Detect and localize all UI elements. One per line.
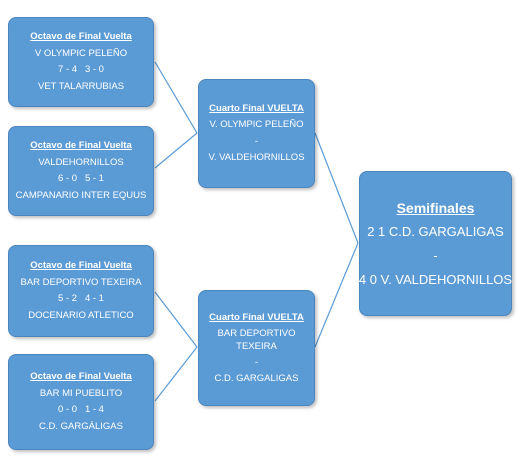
cuarto-match-1: Cuarto Final VUELTA V. OLYMPIC PELEÑO - … xyxy=(198,79,315,188)
vs-separator: - xyxy=(254,357,259,368)
team-home: BAR MI PUEBLITO xyxy=(39,387,123,399)
match-title: Octavo de Final Vuelta xyxy=(30,371,132,382)
connector-octavo-4 xyxy=(154,346,198,402)
team-home: BAR DEPORTIVO TEXEIRA xyxy=(20,276,142,288)
octavo-match-2: Octavo de Final Vuelta VALDEHORNILLOS 6 … xyxy=(8,126,154,216)
team-away: 4 0 V. VALDEHORNILLOS xyxy=(358,271,513,287)
team-home: V OLYMPIC PELEÑO xyxy=(34,47,128,59)
vs-separator: - xyxy=(254,135,259,147)
match-title: Semifinales xyxy=(396,199,475,216)
match-score: 6 - 0 5 - 1 xyxy=(58,173,104,184)
team-home: BAR DEPORTIVO TEXEIRA xyxy=(217,328,296,352)
team-away: C.D. GARGALIGAS xyxy=(214,373,299,384)
match-title: Cuarto Final VUELTA xyxy=(209,312,304,323)
match-title: Octavo de Final Vuelta xyxy=(30,31,132,42)
connector-octavo-3 xyxy=(154,291,198,348)
team-home: VALDEHORNILLOS xyxy=(38,156,124,168)
vs-separator: - xyxy=(433,247,438,263)
match-title: Cuarto Final VUELTA xyxy=(209,102,304,114)
connector-octavo-2 xyxy=(154,132,198,169)
semifinal-match: Semifinales 2 1 C.D. GARGALIGAS - 4 0 V.… xyxy=(359,171,512,316)
connector-octavo-1 xyxy=(154,61,198,134)
team-away: V. VALDEHORNILLOS xyxy=(208,152,305,163)
cuarto-match-2: Cuarto Final VUELTA BAR DEPORTIVO TEXEIR… xyxy=(198,290,315,406)
match-score: 5 - 2 4 - 1 xyxy=(58,293,104,304)
octavo-match-4: Octavo de Final Vuelta BAR MI PUEBLITO 0… xyxy=(8,354,154,450)
connector-cuarto-1 xyxy=(314,132,359,244)
octavo-match-1: Octavo de Final Vuelta V OLYMPIC PELEÑO … xyxy=(8,17,154,107)
team-away: CAMPANARIO INTER EQUUS xyxy=(15,189,147,201)
connector-cuarto-2 xyxy=(314,242,359,348)
team-away: C.D. GARGÁLIGAS xyxy=(39,420,123,432)
match-title: Octavo de Final Vuelta xyxy=(30,140,132,151)
match-score: 0 - 0 1 - 4 xyxy=(58,404,104,415)
match-score: 7 - 4 3 - 0 xyxy=(58,64,104,75)
match-title: Octavo de Final Vuelta xyxy=(30,260,132,271)
team-home: V. OLYMPIC PELEÑO xyxy=(209,119,304,130)
team-home: 2 1 C.D. GARGALIGAS xyxy=(367,223,504,239)
team-away: DOCENARIO ATLETICO xyxy=(28,309,134,321)
team-away: VET TALARRUBIAS xyxy=(37,80,125,92)
octavo-match-3: Octavo de Final Vuelta BAR DEPORTIVO TEX… xyxy=(8,245,154,337)
